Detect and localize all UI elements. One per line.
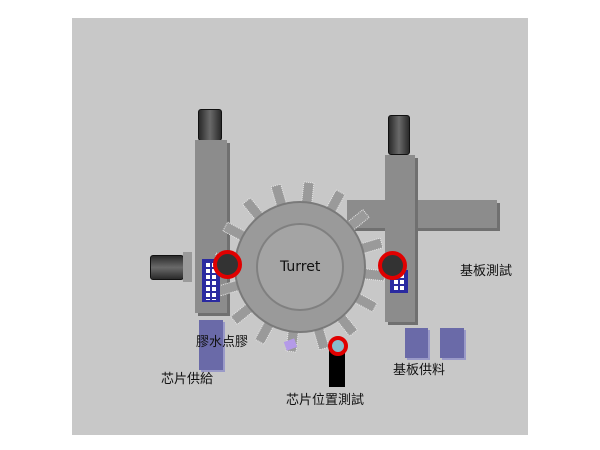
left-indicator bbox=[213, 250, 242, 279]
right-column bbox=[385, 155, 415, 322]
glue-dispense-label: 膠水点膠 bbox=[196, 335, 249, 350]
left-side-cylinder bbox=[150, 255, 184, 280]
chip-supply-label: 芯片供給 bbox=[161, 372, 214, 387]
cylinder-connector bbox=[183, 252, 192, 282]
left-top-cylinder bbox=[198, 109, 222, 141]
bottom-indicator bbox=[328, 336, 348, 356]
chip-position-test-label: 芯片位置測試 bbox=[286, 393, 365, 408]
substrate-rail bbox=[347, 200, 497, 228]
substrate-tray-1 bbox=[405, 328, 428, 358]
substrate-tray-2 bbox=[440, 328, 464, 358]
turret-label: Turret bbox=[280, 259, 321, 275]
right-top-cylinder bbox=[388, 115, 410, 155]
turret-hub bbox=[256, 223, 344, 311]
right-indicator bbox=[378, 251, 407, 280]
chip-position-sensor bbox=[329, 348, 345, 387]
substrate-test-label: 基板測試 bbox=[460, 264, 513, 279]
chip-supply-tray bbox=[199, 320, 223, 370]
substrate-supply-label: 基板供料 bbox=[393, 363, 446, 378]
